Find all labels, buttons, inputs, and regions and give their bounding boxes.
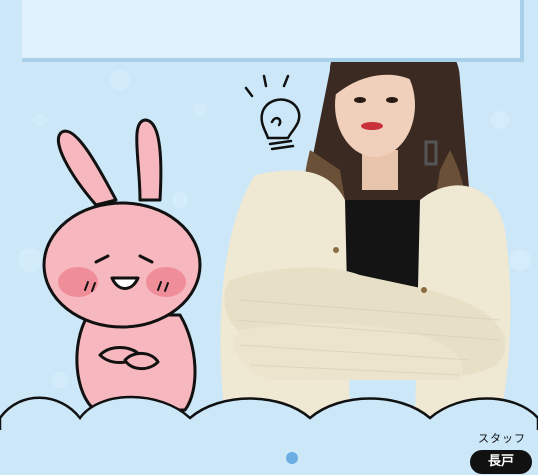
lightbulb-icon (244, 74, 301, 151)
pagination-dot[interactable] (286, 452, 298, 464)
bunny-illustration (42, 118, 202, 412)
speech-box (22, 0, 524, 62)
staff-photo (220, 30, 511, 420)
staff-role-label: スタッフ (478, 432, 526, 445)
staff-name-badge: 長戸 (470, 450, 532, 474)
